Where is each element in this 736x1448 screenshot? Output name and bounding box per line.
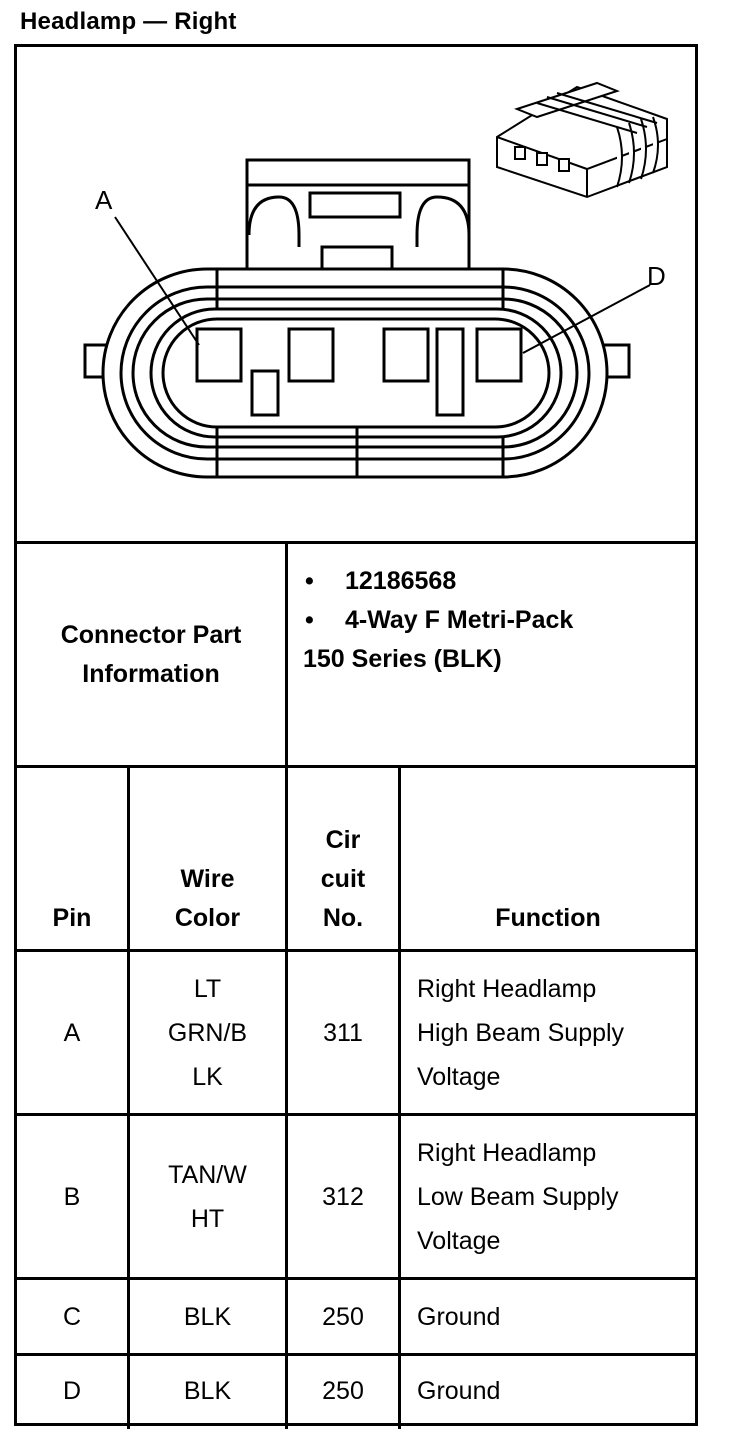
divider — [17, 1277, 695, 1280]
table-row-circuit: 250 — [322, 1302, 364, 1331]
table-row-function: Ground — [417, 1302, 501, 1331]
table-row-circuit: 311 — [323, 1018, 363, 1047]
table-row-function: Right Headlamp High Beam Supply Voltage — [417, 974, 625, 1091]
table-row-function: Ground — [417, 1377, 501, 1405]
divider — [398, 765, 401, 1429]
table-row-pin: B — [63, 1182, 81, 1211]
table-row-function: Right Headlamp Low Beam Supply Voltage — [417, 1138, 619, 1255]
connector-table-frame: A D Connector Part Information •12186568… — [14, 44, 698, 1429]
connector-series: 150 Series (BLK) — [303, 645, 502, 673]
connector-thumbnail — [496, 81, 668, 199]
table-row-pin: D — [62, 1377, 82, 1405]
table-row-wire: TAN/W HT — [168, 1160, 247, 1233]
header-wire-color: Wire Color — [174, 865, 241, 932]
table-row-circuit: 250 — [322, 1377, 364, 1405]
divider — [285, 541, 288, 1429]
connector-type-item: •4-Way F Metri-Pack — [305, 606, 574, 634]
connector-part-label: Connector Part Information — [60, 620, 242, 688]
divider — [17, 949, 695, 952]
header-circuit: Cir cuit No. — [320, 826, 366, 932]
table-row-pin: A — [63, 1018, 81, 1047]
divider — [127, 765, 130, 1429]
divider — [17, 765, 695, 768]
table-row-wire: LT GRN/B LK — [167, 974, 248, 1091]
part-number-item: •12186568 — [305, 567, 457, 595]
header-function: Function — [495, 904, 601, 932]
table-row-pin: C — [62, 1302, 82, 1331]
page-title: Headlamp — Right — [20, 8, 237, 35]
pin-d-label: D — [647, 261, 666, 291]
divider — [17, 541, 695, 544]
divider — [17, 1113, 695, 1116]
table-row-wire: BLK — [183, 1302, 232, 1331]
table-row-circuit: 312 — [322, 1182, 364, 1211]
connector-face-diagram: A D — [83, 81, 668, 479]
header-pin: Pin — [52, 904, 92, 932]
table-row-wire: BLK — [183, 1377, 232, 1405]
connector-part-details: •12186568 •4-Way F Metri-Pack 150 Series… — [303, 562, 573, 679]
pin-a-label: A — [95, 185, 113, 215]
divider — [17, 1353, 695, 1356]
